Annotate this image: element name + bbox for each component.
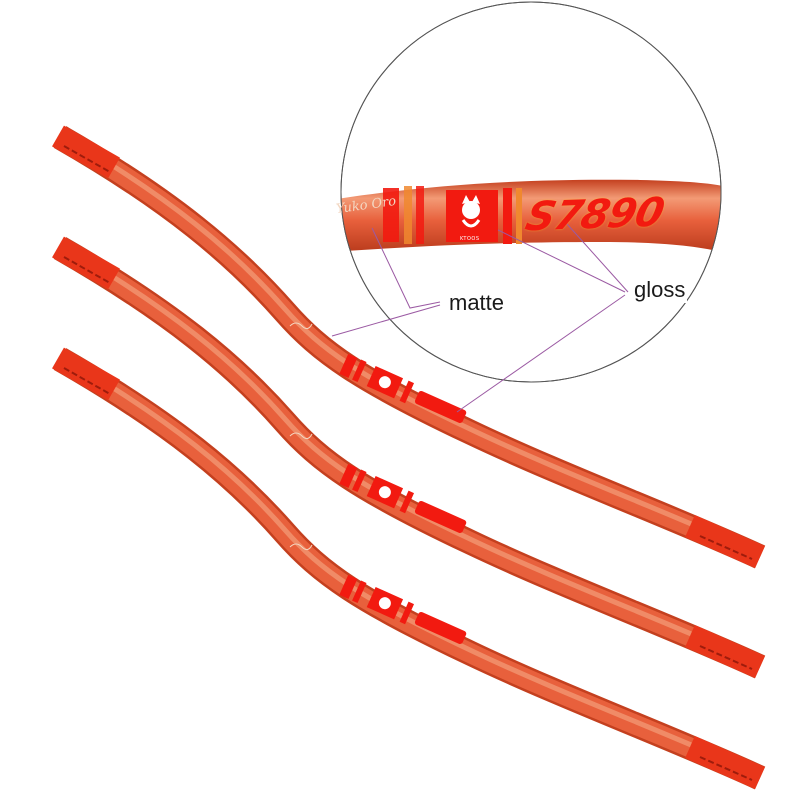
- matte-label: matte: [447, 290, 507, 316]
- signature-mark: [289, 322, 313, 330]
- handlebar-1: [52, 125, 766, 569]
- signature-mark: [289, 432, 313, 440]
- bar-end-left: [52, 347, 120, 401]
- bar-end-right: [685, 625, 765, 678]
- zoom-bar: [341, 179, 721, 254]
- signature-mark: [289, 543, 313, 551]
- callout-lines: [331, 223, 629, 413]
- gloss-label: gloss: [632, 277, 688, 303]
- zoom-brand-text: KTOOS: [460, 236, 480, 242]
- bar-end-right: [685, 515, 765, 568]
- bar-end-left: [52, 125, 120, 179]
- zoom-model-text: S7890: [521, 189, 668, 241]
- matte-leader-zoom: [371, 227, 441, 309]
- gloss-leader-zoom-2: [566, 223, 629, 293]
- center-graphics: [339, 574, 467, 644]
- center-graphics: [339, 463, 467, 533]
- handlebar-2: [52, 236, 766, 679]
- matte-leader-bar: [331, 304, 441, 337]
- bar-end-right: [685, 736, 765, 789]
- gloss-leader-zoom-1: [497, 229, 626, 293]
- center-graphics: [339, 353, 467, 423]
- bar-end-left: [52, 236, 120, 290]
- zoom-inset: [340, 1, 722, 383]
- fox-mascot-icon: [461, 195, 481, 228]
- gloss-leader-bar: [456, 294, 626, 413]
- handlebar-3: [52, 347, 766, 790]
